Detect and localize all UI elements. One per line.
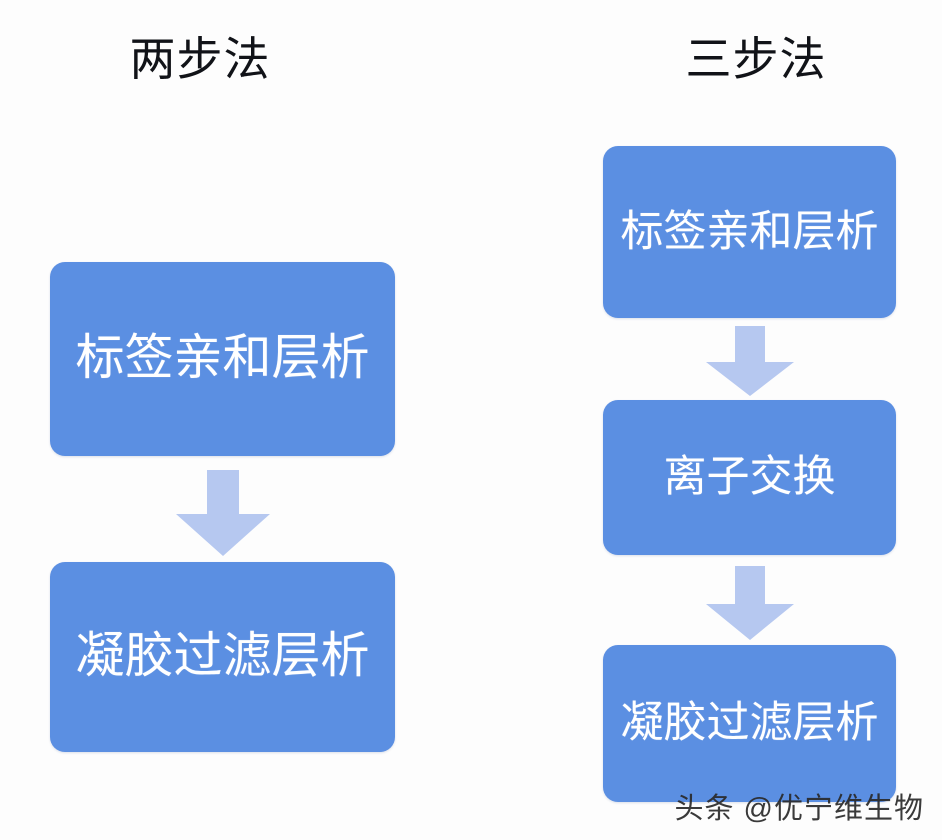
process-box-two-step-1[interactable]: 标签亲和层析 xyxy=(50,262,395,456)
process-box-label: 离子交换 xyxy=(663,453,836,502)
watermark-text: 头条 @优宁维生物 xyxy=(674,793,924,825)
column-title-three-step: 三步法 xyxy=(685,33,827,85)
process-box-three-step-2[interactable]: 离子交换 xyxy=(603,400,896,555)
process-box-label: 凝胶过滤层析 xyxy=(75,629,370,684)
down-arrow-icon xyxy=(176,470,270,556)
process-box-three-step-1[interactable]: 标签亲和层析 xyxy=(603,146,896,318)
process-box-label: 标签亲和层析 xyxy=(75,331,370,386)
process-box-two-step-2[interactable]: 凝胶过滤层析 xyxy=(50,562,395,752)
process-box-label: 标签亲和层析 xyxy=(620,207,879,256)
down-arrow-icon xyxy=(706,326,794,396)
process-box-label: 凝胶过滤层析 xyxy=(620,699,879,748)
down-arrow-icon xyxy=(706,566,794,640)
process-box-three-step-3[interactable]: 凝胶过滤层析 xyxy=(603,645,896,802)
column-title-two-step: 两步法 xyxy=(129,33,271,85)
